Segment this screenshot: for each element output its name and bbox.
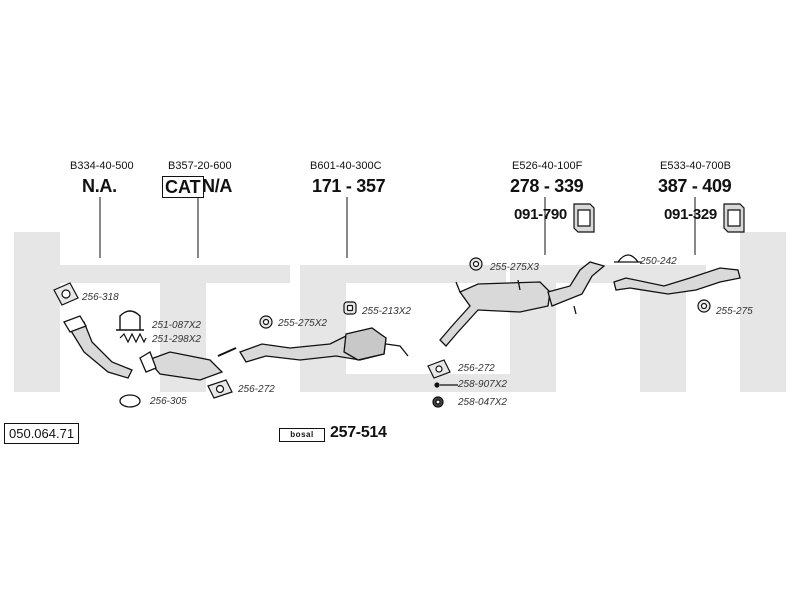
part-label: 258-907X2 — [458, 379, 507, 390]
nut-258-047X2-drawing — [432, 396, 444, 408]
part-code: B334-40-500 — [70, 160, 134, 172]
part-label: 255-275 — [716, 306, 753, 317]
kit-number: 091-790 — [514, 206, 567, 223]
mounting-kit-box-drawing — [573, 203, 595, 233]
gasket-256-318-drawing — [53, 282, 79, 306]
clamp-250-242-drawing — [614, 254, 642, 263]
part-label: 256-318 — [82, 292, 119, 303]
catalyst-badge: CAT — [162, 176, 204, 198]
part-code: E526-40-100F — [512, 160, 583, 172]
flange-gasket-256-272-right-drawing — [427, 359, 451, 379]
bolt-258-907X2-drawing — [434, 382, 458, 388]
part-label: 255-275X3 — [490, 262, 539, 273]
ring-256-305-drawing — [119, 394, 141, 408]
part-label: 251-087X2 — [152, 320, 201, 331]
watermark-bar — [14, 232, 60, 392]
middle-silencer-pipe-drawing — [239, 327, 409, 363]
watermark-bar — [740, 232, 786, 392]
brand-kit-number: 257-514 — [330, 424, 387, 441]
hanger-rubber-255-213X2-drawing — [343, 301, 357, 315]
watermark-bar — [300, 265, 346, 392]
part-code: B357-20-600 — [168, 160, 232, 172]
part-code: B601-40-300C — [310, 160, 382, 172]
price-range: N/A — [202, 176, 233, 196]
part-label: 255-275X2 — [278, 318, 327, 329]
mounting-kit-box-drawing — [723, 203, 745, 233]
u-bolt-drawing — [116, 310, 144, 331]
price-range: N.A. — [82, 176, 117, 196]
price-range: 278 - 339 — [510, 176, 584, 196]
part-label: 256-272 — [238, 384, 275, 395]
part-label: 256-272 — [458, 363, 495, 374]
part-label: 251-298X2 — [152, 334, 201, 345]
watermark-bar — [346, 265, 506, 283]
hanger-rubber-255-275X3-drawing — [469, 257, 483, 271]
kit-number: 091-329 — [664, 206, 717, 223]
part-label: 250-242 — [640, 256, 677, 267]
hanger-rubber-255-275X2-drawing — [259, 315, 273, 329]
part-label: 258-047X2 — [458, 397, 507, 408]
reference-number: 050.064.71 — [4, 423, 80, 444]
part-label: 255-213X2 — [362, 306, 411, 317]
brand-logo: bosal — [279, 428, 325, 442]
gasket-256-272-drawing — [207, 379, 233, 399]
price-range: 171 - 357 — [312, 176, 386, 196]
part-label: 256-305 — [150, 396, 187, 407]
part-code: E533-40-700B — [660, 160, 731, 172]
hanger-rubber-255-275-drawing — [697, 299, 711, 313]
spring-drawing — [119, 332, 147, 344]
watermark-bar — [340, 374, 520, 392]
catalytic-converter-drawing — [139, 347, 237, 381]
tail-pipe-drawing — [613, 267, 741, 295]
front-pipe-drawing — [63, 315, 133, 379]
rear-muffler-drawing — [439, 261, 606, 347]
price-range: 387 - 409 — [658, 176, 732, 196]
